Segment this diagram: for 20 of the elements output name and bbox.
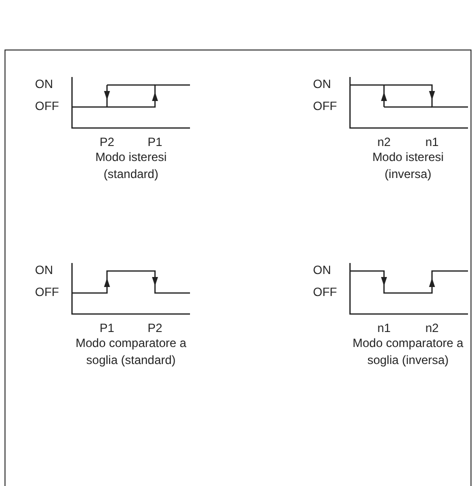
threshold-label: P2 xyxy=(146,320,164,337)
axis-label: ON xyxy=(35,77,53,92)
plot-caption: Modo isteresi (standard) xyxy=(94,149,168,183)
threshold-label: n1 xyxy=(376,320,392,337)
axis-label: ON xyxy=(35,263,53,278)
plot-caption: Modo isteresi (inversa) xyxy=(371,149,445,183)
axis-label: ON xyxy=(313,77,331,92)
axis-label: OFF xyxy=(35,285,59,300)
plot-caption: Modo comparatore a soglia (standard) xyxy=(74,335,188,369)
plot-caption: Modo comparatore a soglia (inversa) xyxy=(352,335,464,369)
axis-label: OFF xyxy=(313,285,337,300)
threshold-label: P1 xyxy=(98,320,116,337)
threshold-label: P2 xyxy=(98,134,116,151)
threshold-label: n1 xyxy=(424,134,440,151)
axis-label: ON xyxy=(313,263,331,278)
threshold-label: P1 xyxy=(146,134,164,151)
axis-label: OFF xyxy=(313,99,337,114)
threshold-label: n2 xyxy=(424,320,440,337)
threshold-label: n2 xyxy=(376,134,392,151)
axis-label: OFF xyxy=(35,99,59,114)
